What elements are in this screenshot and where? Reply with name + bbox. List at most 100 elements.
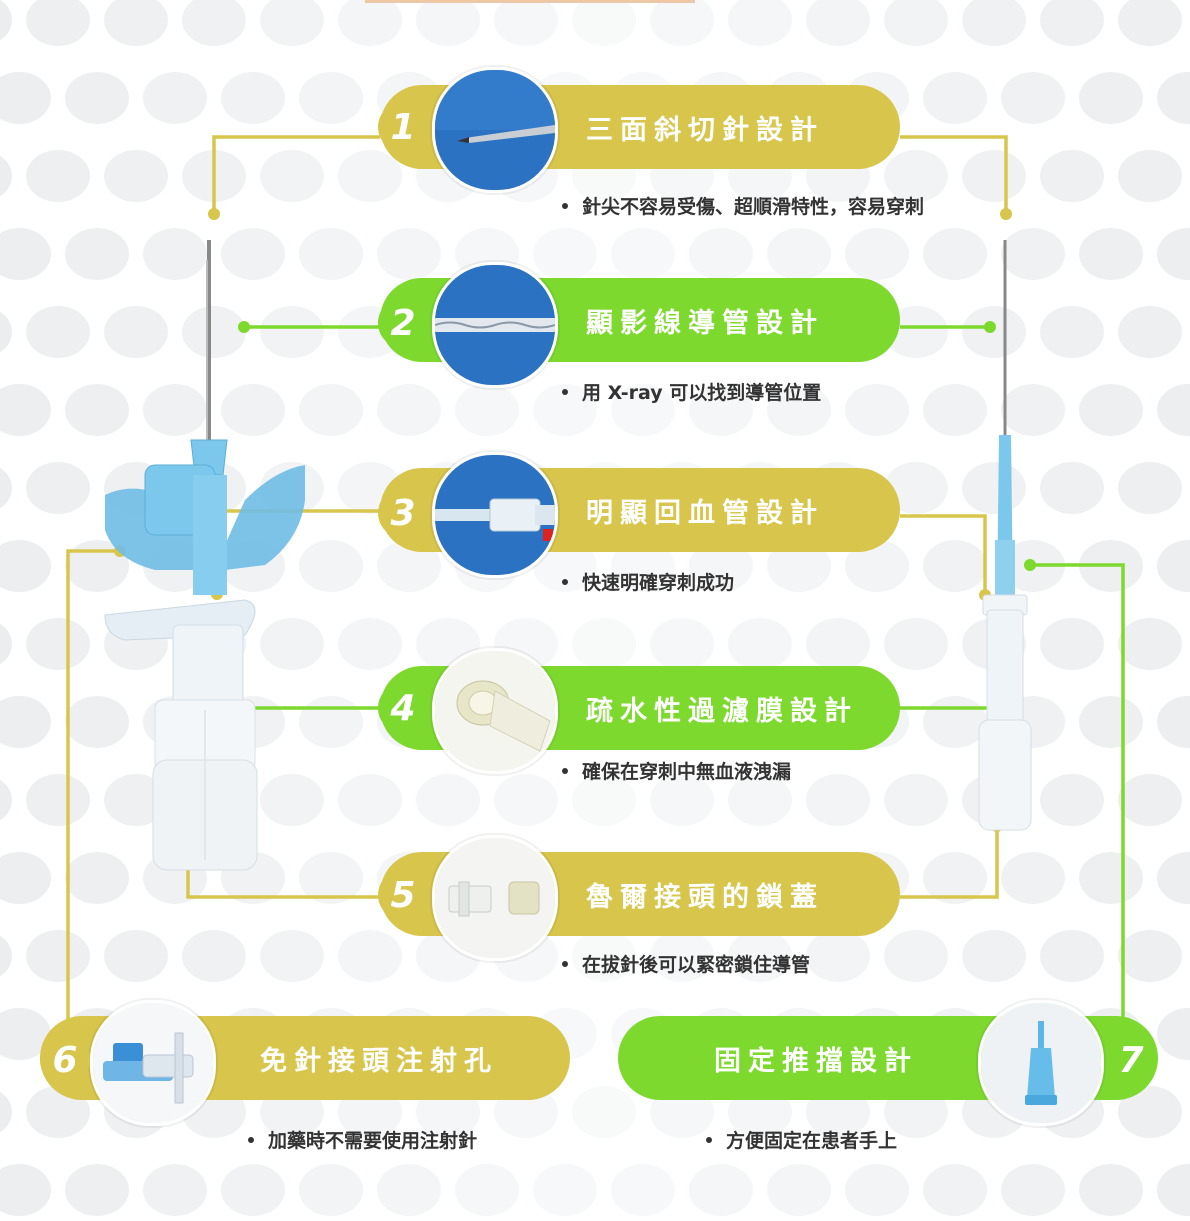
feature-3-description-text: 快速明確穿刺成功 <box>582 572 735 594</box>
background-dot <box>572 774 636 826</box>
background-dot <box>416 0 480 46</box>
background-dot <box>650 930 714 982</box>
feature-4-description-text: 確保在穿刺中無血液洩漏 <box>582 761 792 783</box>
feature-6-description: 加藥時不需要使用注射針 <box>248 1126 477 1153</box>
background-dot <box>923 540 987 592</box>
background-dot <box>104 150 168 202</box>
background-dot <box>0 779 12 821</box>
connector-7 <box>1030 563 1125 1030</box>
background-dot <box>0 935 12 977</box>
background-dot <box>0 228 51 280</box>
background-dot <box>26 0 90 46</box>
background-dot <box>572 618 636 670</box>
background-dot <box>884 930 948 982</box>
background-dot <box>1001 384 1065 436</box>
background-dot <box>1118 0 1182 46</box>
background-dot <box>26 462 90 514</box>
background-dot <box>1001 72 1065 124</box>
background-dot <box>1118 306 1182 358</box>
background-dot <box>923 72 987 124</box>
background-dot <box>533 228 597 280</box>
background-dot <box>728 930 792 982</box>
background-dot <box>1157 696 1190 748</box>
background-dot <box>884 150 948 202</box>
background-dot <box>1118 462 1182 514</box>
background-dot <box>0 155 12 197</box>
background-dot <box>26 150 90 202</box>
fixation-stop-photo <box>981 1003 1101 1123</box>
background-dot <box>143 72 207 124</box>
background-dot <box>923 228 987 280</box>
background-dot <box>65 228 129 280</box>
background-dot <box>845 1164 909 1216</box>
background-dot <box>1157 1164 1190 1216</box>
background-dot <box>611 1164 675 1216</box>
background-dot <box>299 72 363 124</box>
feature-1-photo <box>432 67 558 193</box>
background-dot <box>65 384 129 436</box>
background-dot <box>806 930 870 982</box>
background-dot <box>1079 696 1143 748</box>
background-dot <box>611 384 675 436</box>
background-dot <box>572 1086 636 1138</box>
feature-5-title: 魯爾接頭的鎖蓋 <box>586 881 824 913</box>
connector-dot <box>984 321 996 333</box>
background-dot <box>260 150 324 202</box>
background-dot <box>182 0 246 46</box>
background-dot <box>806 0 870 46</box>
background-dot <box>1118 150 1182 202</box>
background-dot <box>728 774 792 826</box>
flashback-chamber-photo <box>435 455 555 575</box>
connector-6 <box>66 549 120 1030</box>
background-dot <box>572 930 636 982</box>
feature-1-title: 三面斜切針設計 <box>586 114 824 146</box>
background-dot <box>260 774 324 826</box>
background-dot <box>104 774 168 826</box>
background-dot <box>299 852 363 904</box>
background-dot <box>533 384 597 436</box>
background-dot <box>104 0 168 46</box>
background-dot <box>572 0 636 46</box>
background-dot <box>1157 1008 1190 1060</box>
bullet-dot <box>562 388 568 395</box>
background-dot <box>1079 228 1143 280</box>
background-dot <box>923 384 987 436</box>
background-dot <box>1040 306 1104 358</box>
background-dot <box>0 1008 51 1060</box>
background-dot <box>1001 852 1065 904</box>
background-dot <box>1079 852 1143 904</box>
background-dot <box>0 1164 51 1216</box>
background-dot <box>377 384 441 436</box>
feature-6-number: 6 <box>40 1035 90 1085</box>
background-dot <box>338 618 402 670</box>
background-dot <box>104 306 168 358</box>
background-dot <box>1157 852 1190 904</box>
bullet-dot <box>562 202 568 209</box>
background-dot <box>689 384 753 436</box>
background-dot <box>104 930 168 982</box>
background-dot <box>884 618 948 670</box>
background-dot <box>65 852 129 904</box>
connector-1-left <box>212 135 380 214</box>
background-dot <box>1040 930 1104 982</box>
feature-6-title: 免針接頭注射孔 <box>260 1045 498 1077</box>
background-dot <box>0 0 12 41</box>
background-dot <box>221 1164 285 1216</box>
connector-5-right <box>900 826 999 899</box>
background-dot <box>962 150 1026 202</box>
background-dot <box>26 930 90 982</box>
background-dot <box>221 384 285 436</box>
background-dot <box>1040 462 1104 514</box>
connector-1-right <box>900 135 1008 214</box>
background-dot <box>884 462 948 514</box>
background-dot <box>143 384 207 436</box>
feature-4-title: 疏水性過濾膜設計 <box>586 695 858 727</box>
background-dot <box>0 72 51 124</box>
background-dot <box>689 540 753 592</box>
feature-2-description-text: 用 X-ray 可以找到導管位置 <box>582 382 822 404</box>
background-dot <box>1040 618 1104 670</box>
background-dot <box>845 384 909 436</box>
background-dot <box>26 618 90 670</box>
background-dot <box>650 618 714 670</box>
